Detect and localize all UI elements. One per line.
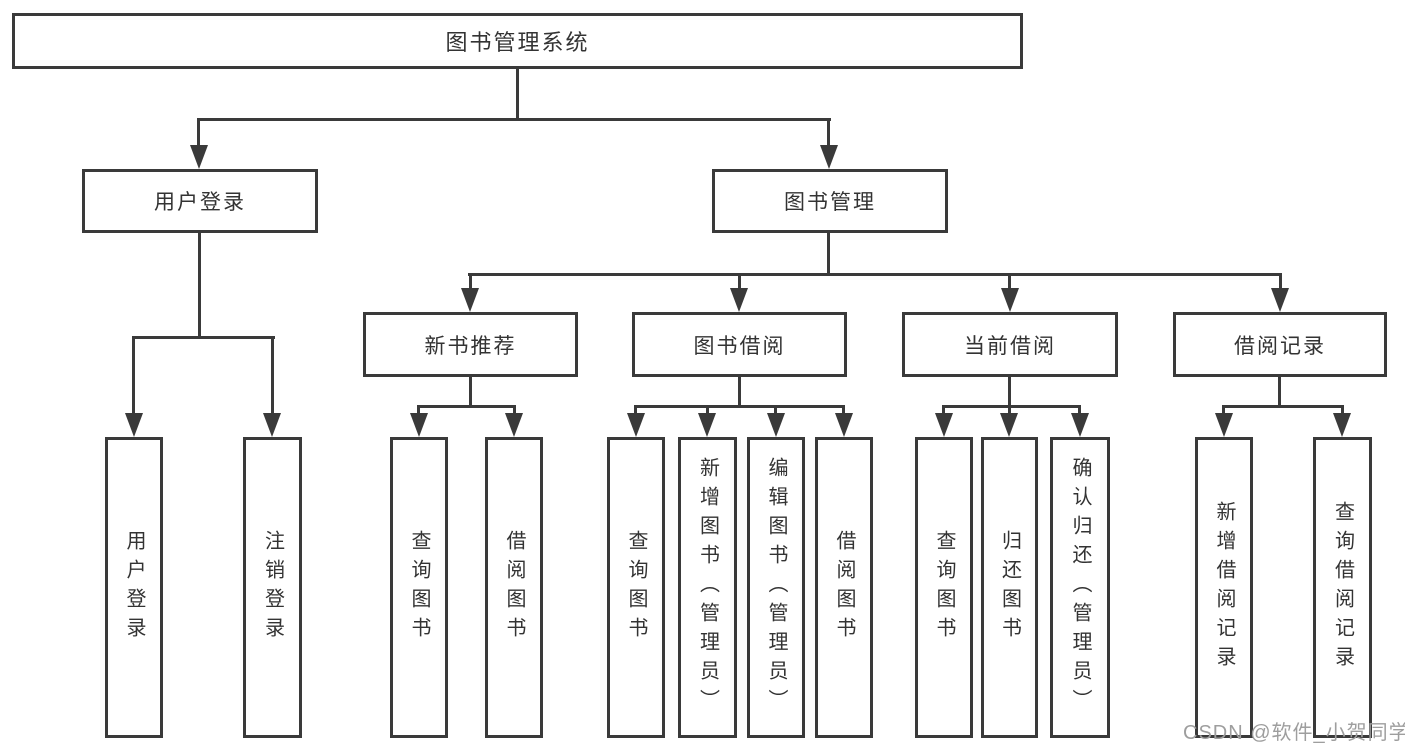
leaf-borrow-books-new-rec: 借阅图书 [485, 437, 543, 738]
root-node: 图书管理系统 [12, 13, 1023, 69]
leaf-query-books-current: 查询图书 [915, 437, 973, 738]
connector-line [738, 273, 741, 291]
leaf-add-borrow-record-label: 新增借阅记录 [1213, 500, 1235, 675]
connector-line [942, 405, 1081, 408]
node-new-book-recommendation-label: 新书推荐 [424, 334, 517, 358]
connector-line [468, 273, 1282, 276]
connector-line [1279, 273, 1282, 291]
connector-line [774, 405, 777, 415]
connector-line [706, 405, 709, 415]
node-book-borrowing-label: 图书借阅 [693, 334, 786, 358]
leaf-logout: 注销登录 [243, 437, 302, 738]
leaf-query-borrow-record: 查询借阅记录 [1313, 437, 1372, 738]
connector-line [132, 336, 275, 339]
root-node-label: 图书管理系统 [445, 30, 590, 55]
arrowhead [730, 288, 748, 312]
arrowhead [1001, 288, 1019, 312]
connector-line [1278, 377, 1281, 407]
arrowhead [263, 413, 281, 437]
leaf-query-books-borrowing-label: 查询图书 [625, 529, 647, 646]
connector-line [942, 405, 945, 415]
connector-line [1078, 405, 1081, 415]
leaf-user-login: 用户登录 [105, 437, 163, 738]
arrowhead [125, 413, 143, 437]
connector-line [513, 405, 516, 415]
arrowhead [767, 413, 785, 437]
leaf-confirm-return-admin: 确认归还（管理员） [1050, 437, 1110, 738]
node-current-borrowing-label: 当前借阅 [964, 334, 1056, 358]
connector-line [132, 336, 135, 416]
leaf-query-borrow-record-label: 查询借阅记录 [1331, 500, 1354, 675]
arrowhead [1071, 413, 1089, 437]
connector-line [827, 233, 830, 275]
connector-line [842, 405, 845, 415]
node-current-borrowing: 当前借阅 [902, 312, 1118, 377]
leaf-query-books-new-rec: 查询图书 [390, 437, 448, 738]
leaf-borrow-books-new-rec-label: 借阅图书 [503, 529, 525, 646]
connector-line [197, 118, 200, 148]
watermark: CSDN @软件_小贺同学 [1183, 722, 1405, 744]
arrowhead [1215, 413, 1233, 437]
connector-line [417, 405, 420, 415]
leaf-query-books-borrowing: 查询图书 [607, 437, 665, 738]
arrowhead [698, 413, 716, 437]
leaf-add-book-admin: 新增图书（管理员） [678, 437, 737, 738]
arrowhead [820, 145, 838, 169]
leaf-logout-label: 注销登录 [261, 529, 284, 646]
connector-line [634, 405, 845, 408]
connector-line [738, 377, 741, 407]
arrowhead [935, 413, 953, 437]
arrowhead [1333, 413, 1351, 437]
arrowhead [410, 413, 428, 437]
leaf-return-book: 归还图书 [981, 437, 1038, 738]
node-user-login-label: 用户登录 [154, 191, 246, 214]
leaf-edit-book-admin: 编辑图书（管理员） [747, 437, 805, 738]
node-borrowing-records-label: 借阅记录 [1234, 334, 1326, 358]
leaf-confirm-return-admin-label: 确认归还（管理员） [1069, 457, 1091, 718]
arrowhead [505, 413, 523, 437]
leaf-query-books-new-rec-label: 查询图书 [408, 529, 430, 646]
leaf-user-login-label: 用户登录 [123, 529, 145, 646]
connector-line [469, 273, 472, 291]
connector-line [1341, 405, 1344, 415]
connector-line [197, 118, 831, 121]
arrowhead [1000, 413, 1018, 437]
node-book-management: 图书管理 [712, 169, 948, 233]
node-new-book-recommendation: 新书推荐 [363, 312, 578, 377]
connector-line [827, 118, 830, 148]
node-book-borrowing: 图书借阅 [632, 312, 847, 377]
arrowhead [1271, 288, 1289, 312]
connector-line [634, 405, 637, 415]
connector-line [469, 377, 472, 407]
leaf-borrow-books-borrowing-label: 借阅图书 [833, 529, 855, 646]
connector-line [417, 405, 516, 408]
arrowhead [461, 288, 479, 312]
node-borrowing-records: 借阅记录 [1173, 312, 1387, 377]
connector-line [271, 336, 274, 416]
arrowhead [190, 145, 208, 169]
connector-line [1222, 405, 1344, 408]
leaf-edit-book-admin-label: 编辑图书（管理员） [765, 457, 787, 718]
arrowhead [627, 413, 645, 437]
node-user-login: 用户登录 [82, 169, 318, 233]
node-book-management-label: 图书管理 [784, 191, 876, 214]
leaf-query-books-current-label: 查询图书 [933, 529, 955, 646]
connector-line [516, 69, 519, 120]
connector-line [1008, 405, 1011, 415]
leaf-borrow-books-borrowing: 借阅图书 [815, 437, 873, 738]
arrowhead [835, 413, 853, 437]
leaf-add-book-admin-label: 新增图书（管理员） [696, 457, 719, 718]
leaf-add-borrow-record: 新增借阅记录 [1195, 437, 1253, 738]
connector-line [198, 233, 201, 338]
connector-line [1008, 377, 1011, 407]
connector-line [1222, 405, 1225, 415]
connector-line [1008, 273, 1011, 291]
leaf-return-book-label: 归还图书 [998, 529, 1021, 646]
